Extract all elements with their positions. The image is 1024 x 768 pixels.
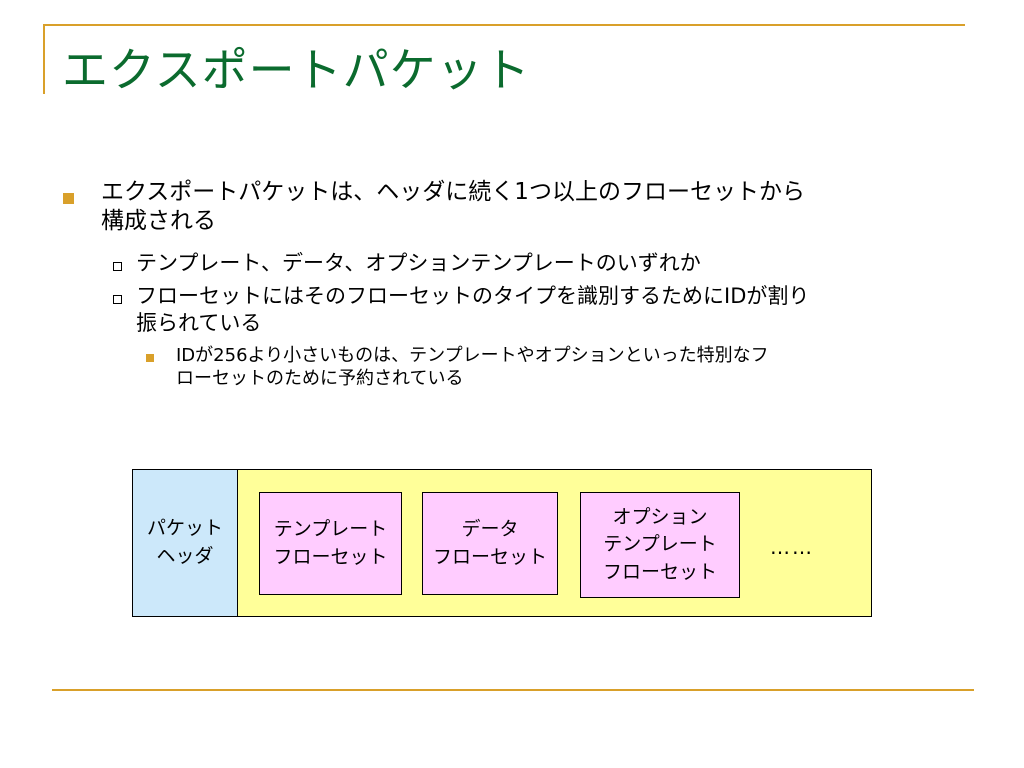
bullet-marker-hollow-square [113,295,122,304]
bullet-level2: テンプレート、データ、オプションテンプレートのいずれか [136,250,966,277]
bullet-level2: フローセットにはそのフローセットのタイプを識別するためにIDが割り 振られている [136,283,966,338]
data-flowset-box: データ フローセット [422,492,558,595]
bullet-text: テンプレート、データ、オプションテンプレートのいずれか [136,251,701,275]
slide-title: エクスポートパケット [62,43,531,97]
data-flowset-label: フローセット [432,545,547,568]
bullet-level3: IDが256より小さいものは、テンプレートやオプションといった特別なフ ローセッ… [176,344,966,390]
template-flowset-label: テンプレート [273,517,388,540]
title-rule-top [43,24,965,26]
bullet-text: IDが256より小さいものは、テンプレートやオプションといった特別なフ [176,345,769,366]
bullet-marker-square [146,354,154,362]
bullet-marker-square [63,193,74,204]
option-template-flowset-label: テンプレート [603,533,717,556]
option-template-flowset-label: オプション [612,505,708,528]
bullet-text: 振られている [136,311,262,336]
template-flowset-box: テンプレート フローセット [259,492,402,595]
data-flowset-label: データ [461,517,519,540]
packet-header-label: パケット [146,517,223,540]
title-rule-left [43,24,45,94]
option-template-flowset-box: オプション テンプレート フローセット [580,492,740,598]
bullet-marker-hollow-square [113,262,122,271]
footer-rule [52,689,974,691]
template-flowset-label: フローセット [273,545,388,568]
bullet-text: エクスポートパケットは、ヘッダに続く1つ以上のフローセットから [101,179,805,205]
bullet-level1: エクスポートパケットは、ヘッダに続く1つ以上のフローセットから 構成される [101,178,961,236]
bullet-text: 構成される [101,207,216,234]
packet-header-box: パケット ヘッダ [132,469,238,617]
option-template-flowset-label: フローセット [602,560,717,583]
bullet-text: フローセットにはそのフローセットのタイプを識別するためにIDが割り [136,284,810,308]
ellipsis: …… [770,535,814,559]
bullet-text: ローセットのために予約されている [176,368,464,390]
packet-header-label: ヘッダ [156,545,214,567]
